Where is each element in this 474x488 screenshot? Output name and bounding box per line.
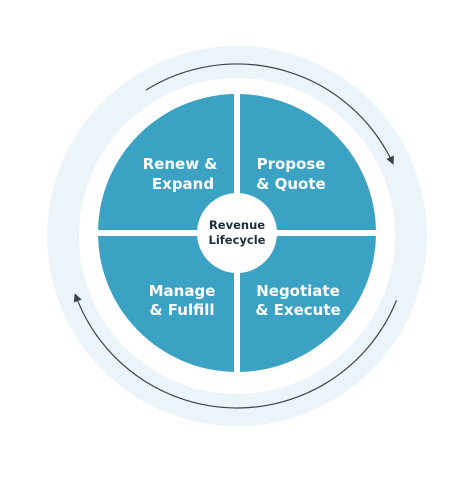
cycle-arrow-top-right [145,63,394,165]
cycle-arrow-bottom-left [73,293,398,409]
quadrant-renew-expand [98,94,234,230]
quadrant-label-negotiate-line2: & Execute [255,301,340,319]
center-circle [197,193,277,273]
quadrant-manage-fulfill [98,236,234,372]
quadrant-label-renew-line1: Renew & [143,155,218,173]
quadrant-propose-quote [240,94,376,230]
quadrant-label-propose-line2: & Quote [256,175,325,193]
quadrant-negotiate-execute [240,236,376,372]
quadrant-label-renew-line2: Expand [152,175,214,193]
center-label-line1: Revenue [209,218,265,232]
center-label-line2: Lifecycle [209,233,266,247]
quadrant-label-propose-line1: Propose [257,155,326,173]
quadrant-label-manage-line1: Manage [149,282,216,300]
quadrant-label-manage-line2: & Fulfill [149,301,214,319]
quadrant-label-negotiate-line1: Negotiate [256,282,340,300]
